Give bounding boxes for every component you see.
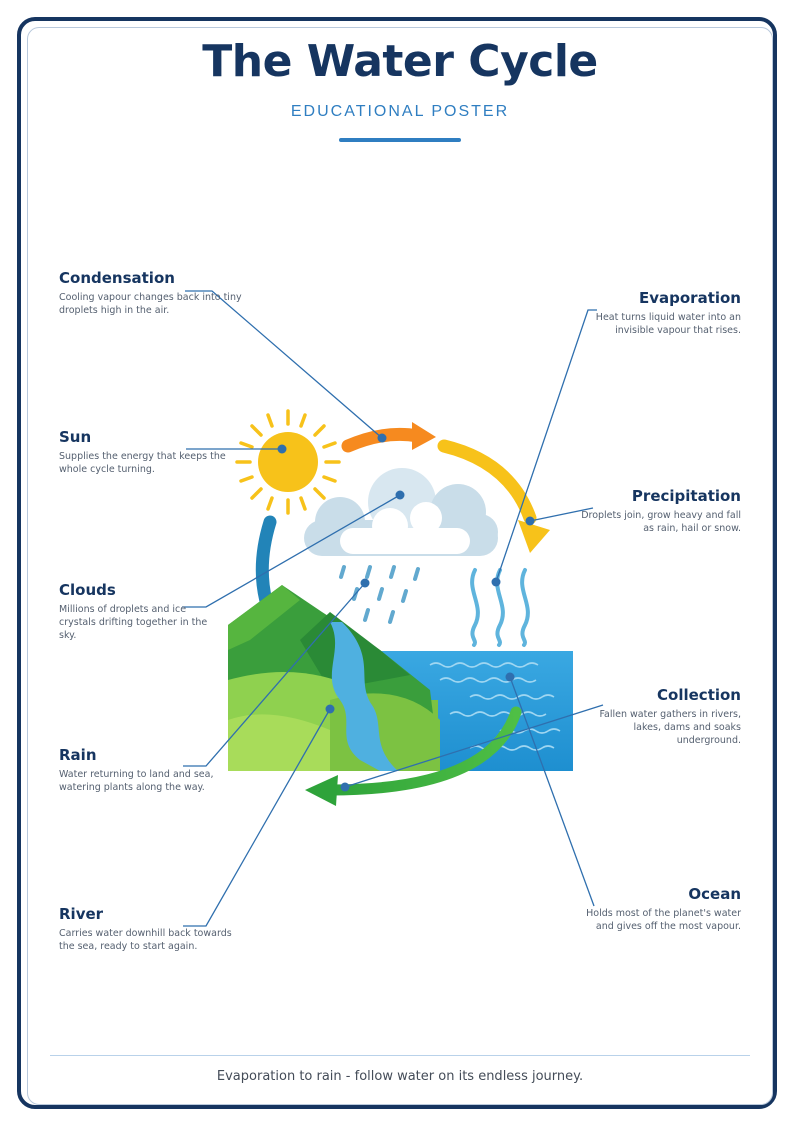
yellow-arrow-icon	[437, 439, 550, 553]
label-evaporation-desc: Heat turns liquid water into an invisibl…	[595, 312, 741, 336]
leader-dots	[277, 433, 535, 792]
label-river-title: River	[59, 905, 104, 923]
label-collection-desc: Fallen water gathers in rivers, lakes, d…	[599, 709, 741, 746]
label-rain-desc: Water returning to land and sea, waterin…	[59, 769, 214, 793]
label-rain: Rain Water returning to land and sea, wa…	[59, 746, 249, 794]
leader-lines	[182, 290, 604, 927]
label-precipitation: Precipitation Droplets join, grow heavy …	[551, 487, 741, 535]
title-underline	[339, 138, 461, 142]
footer-divider	[50, 1055, 750, 1056]
label-clouds: Clouds Millions of droplets and ice crys…	[59, 581, 249, 642]
label-rain-title: Rain	[59, 746, 97, 764]
footer-caption: Evaporation to rain - follow water on it…	[216, 1069, 584, 1084]
label-collection: Collection Fallen water gathers in river…	[551, 686, 741, 747]
poster-inner-frame	[27, 27, 773, 1105]
label-evaporation: Evaporation Heat turns liquid water into…	[551, 289, 741, 337]
label-sun: Sun Supplies the energy that keeps the w…	[59, 428, 249, 476]
label-precipitation-desc: Droplets join, grow heavy and fall as ra…	[581, 510, 741, 534]
label-condensation: Condensation Cooling vapour changes back…	[59, 269, 249, 317]
rain-drops-icon	[339, 565, 420, 624]
poster-title: The Water Cycle	[202, 36, 598, 87]
poster-outer-frame	[17, 17, 777, 1109]
label-ocean-title: Ocean	[688, 885, 741, 903]
label-river: River Carries water downhill back toward…	[59, 905, 249, 953]
sun-icon	[235, 409, 341, 515]
label-condensation-title: Condensation	[59, 269, 175, 287]
mountain-landscape-icon	[228, 585, 440, 771]
label-ocean-desc: Holds most of the planet's water and giv…	[586, 908, 741, 932]
label-condensation-desc: Cooling vapour changes back into tiny dr…	[59, 292, 242, 316]
label-clouds-desc: Millions of droplets and ice crystals dr…	[59, 604, 208, 641]
green-arrow-icon	[305, 706, 522, 806]
label-evaporation-title: Evaporation	[638, 289, 741, 307]
label-river-desc: Carries water downhill back towards the …	[59, 928, 232, 952]
label-ocean: Ocean Holds most of the planet's water a…	[551, 885, 741, 933]
label-precipitation-title: Precipitation	[631, 487, 741, 505]
label-sun-desc: Supplies the energy that keeps the whole…	[59, 451, 226, 475]
label-sun-title: Sun	[59, 428, 92, 446]
cloud-icon	[304, 468, 498, 556]
label-clouds-title: Clouds	[59, 581, 116, 599]
orange-arrow-icon	[341, 422, 436, 453]
poster-subtitle: EDUCATIONAL POSTER	[290, 103, 510, 120]
label-collection-title: Collection	[657, 686, 741, 704]
